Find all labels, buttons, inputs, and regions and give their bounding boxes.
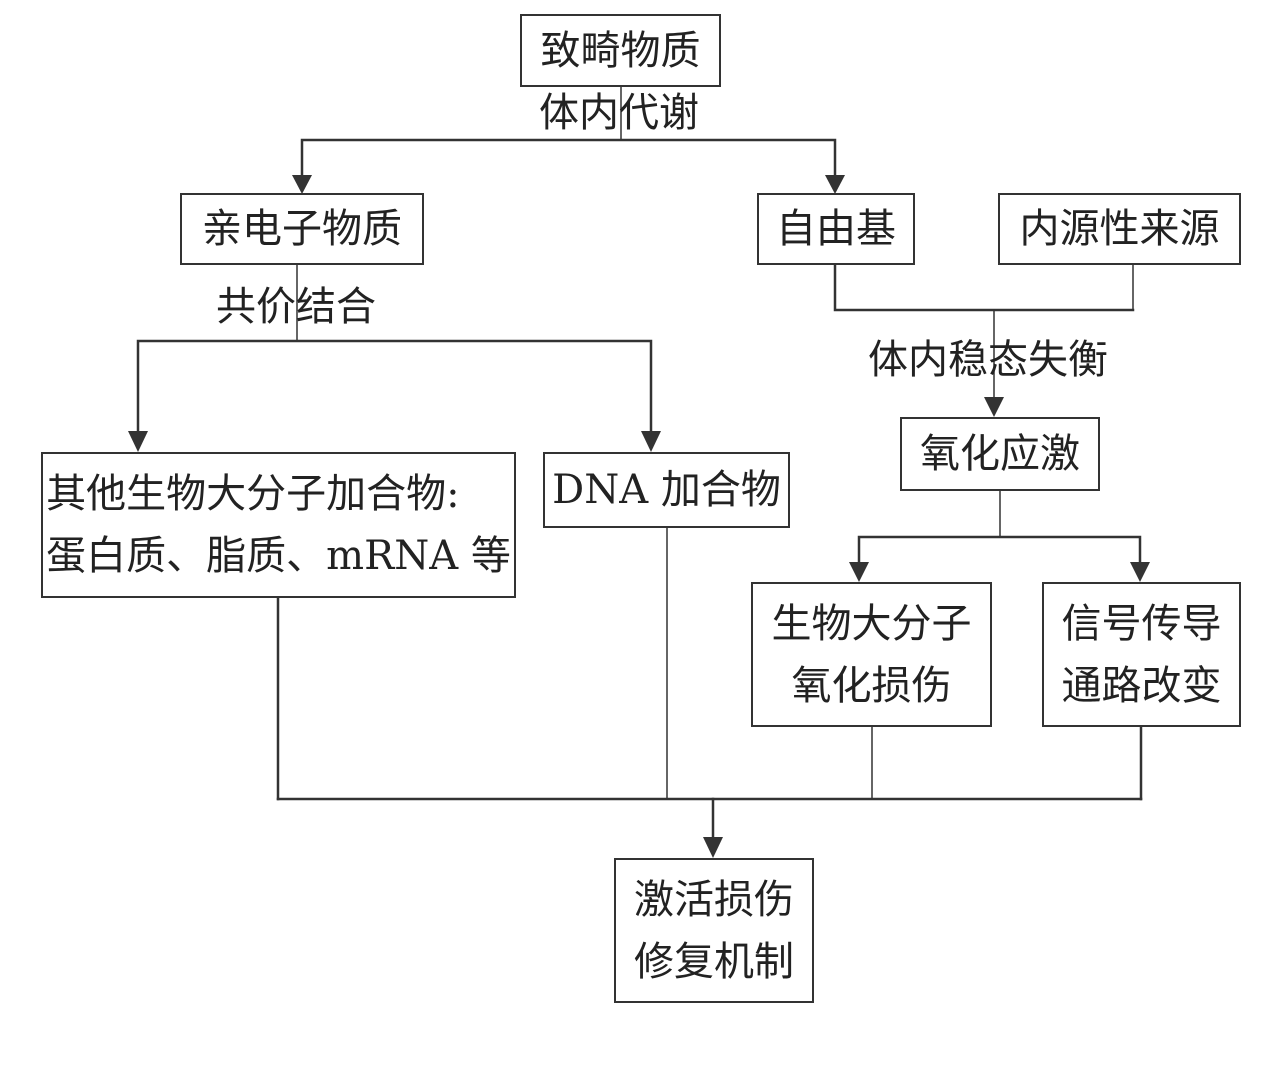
node-dna-adduct-text: DNA 加合物 [552, 467, 781, 513]
label-covalent-binding: 共价结合 [216, 284, 376, 330]
connector-stress-branch [857, 535, 1142, 565]
node-signal-change: 信号传导 通路改变 [1042, 582, 1241, 727]
node-teratogen-text: 致畸物质 [540, 27, 701, 74]
arrowhead-to-signal-change [1130, 562, 1150, 582]
node-signal-change-text: 信号传导 通路改变 [1061, 600, 1222, 709]
node-free-radical: 自由基 [757, 193, 915, 265]
node-endogenous-source: 内源性来源 [998, 193, 1241, 265]
node-oxidative-damage: 生物大分子 氧化损伤 [751, 582, 992, 727]
arrowhead-to-dna-adduct [641, 431, 661, 452]
arrowhead-to-free-radical [825, 175, 845, 194]
node-repair-mechanism-text: 激活损伤 修复机制 [634, 876, 794, 985]
label-metabolism: 体内代谢 [539, 90, 699, 136]
connector-radical-merge [833, 263, 1135, 312]
node-dna-adduct: DNA 加合物 [543, 452, 790, 528]
node-electrophile: 亲电子物质 [180, 193, 424, 265]
node-other-adducts: 其他生物大分子加合物: 蛋白质、脂质、mRNA 等 [41, 452, 516, 598]
connector-metabolism-branch [300, 138, 837, 178]
arrowhead-to-oxidative-damage [849, 562, 869, 582]
arrowhead-to-repair [703, 837, 723, 858]
arrowhead-to-oxidative-stress [984, 397, 1004, 417]
node-repair-mechanism: 激活损伤 修复机制 [614, 858, 814, 1003]
label-homeostasis-imbalance: 体内稳态失衡 [868, 337, 1108, 383]
node-free-radical-text: 自由基 [776, 206, 896, 252]
node-oxidative-stress-text: 氧化应激 [920, 431, 1080, 477]
node-electrophile-text: 亲电子物质 [202, 206, 402, 252]
node-oxidative-damage-text: 生物大分子 氧化损伤 [771, 600, 972, 709]
node-endogenous-source-text: 内源性来源 [1019, 206, 1220, 252]
arrowhead-to-electrophile [292, 175, 312, 194]
node-other-adducts-text: 其他生物大分子加合物: 蛋白质、脂质、mRNA 等 [46, 471, 511, 579]
connector-covalent-branch [136, 339, 653, 434]
node-teratogen: 致畸物质 [520, 14, 721, 87]
node-oxidative-stress: 氧化应激 [900, 417, 1100, 491]
arrowhead-to-other-adducts [128, 431, 148, 452]
